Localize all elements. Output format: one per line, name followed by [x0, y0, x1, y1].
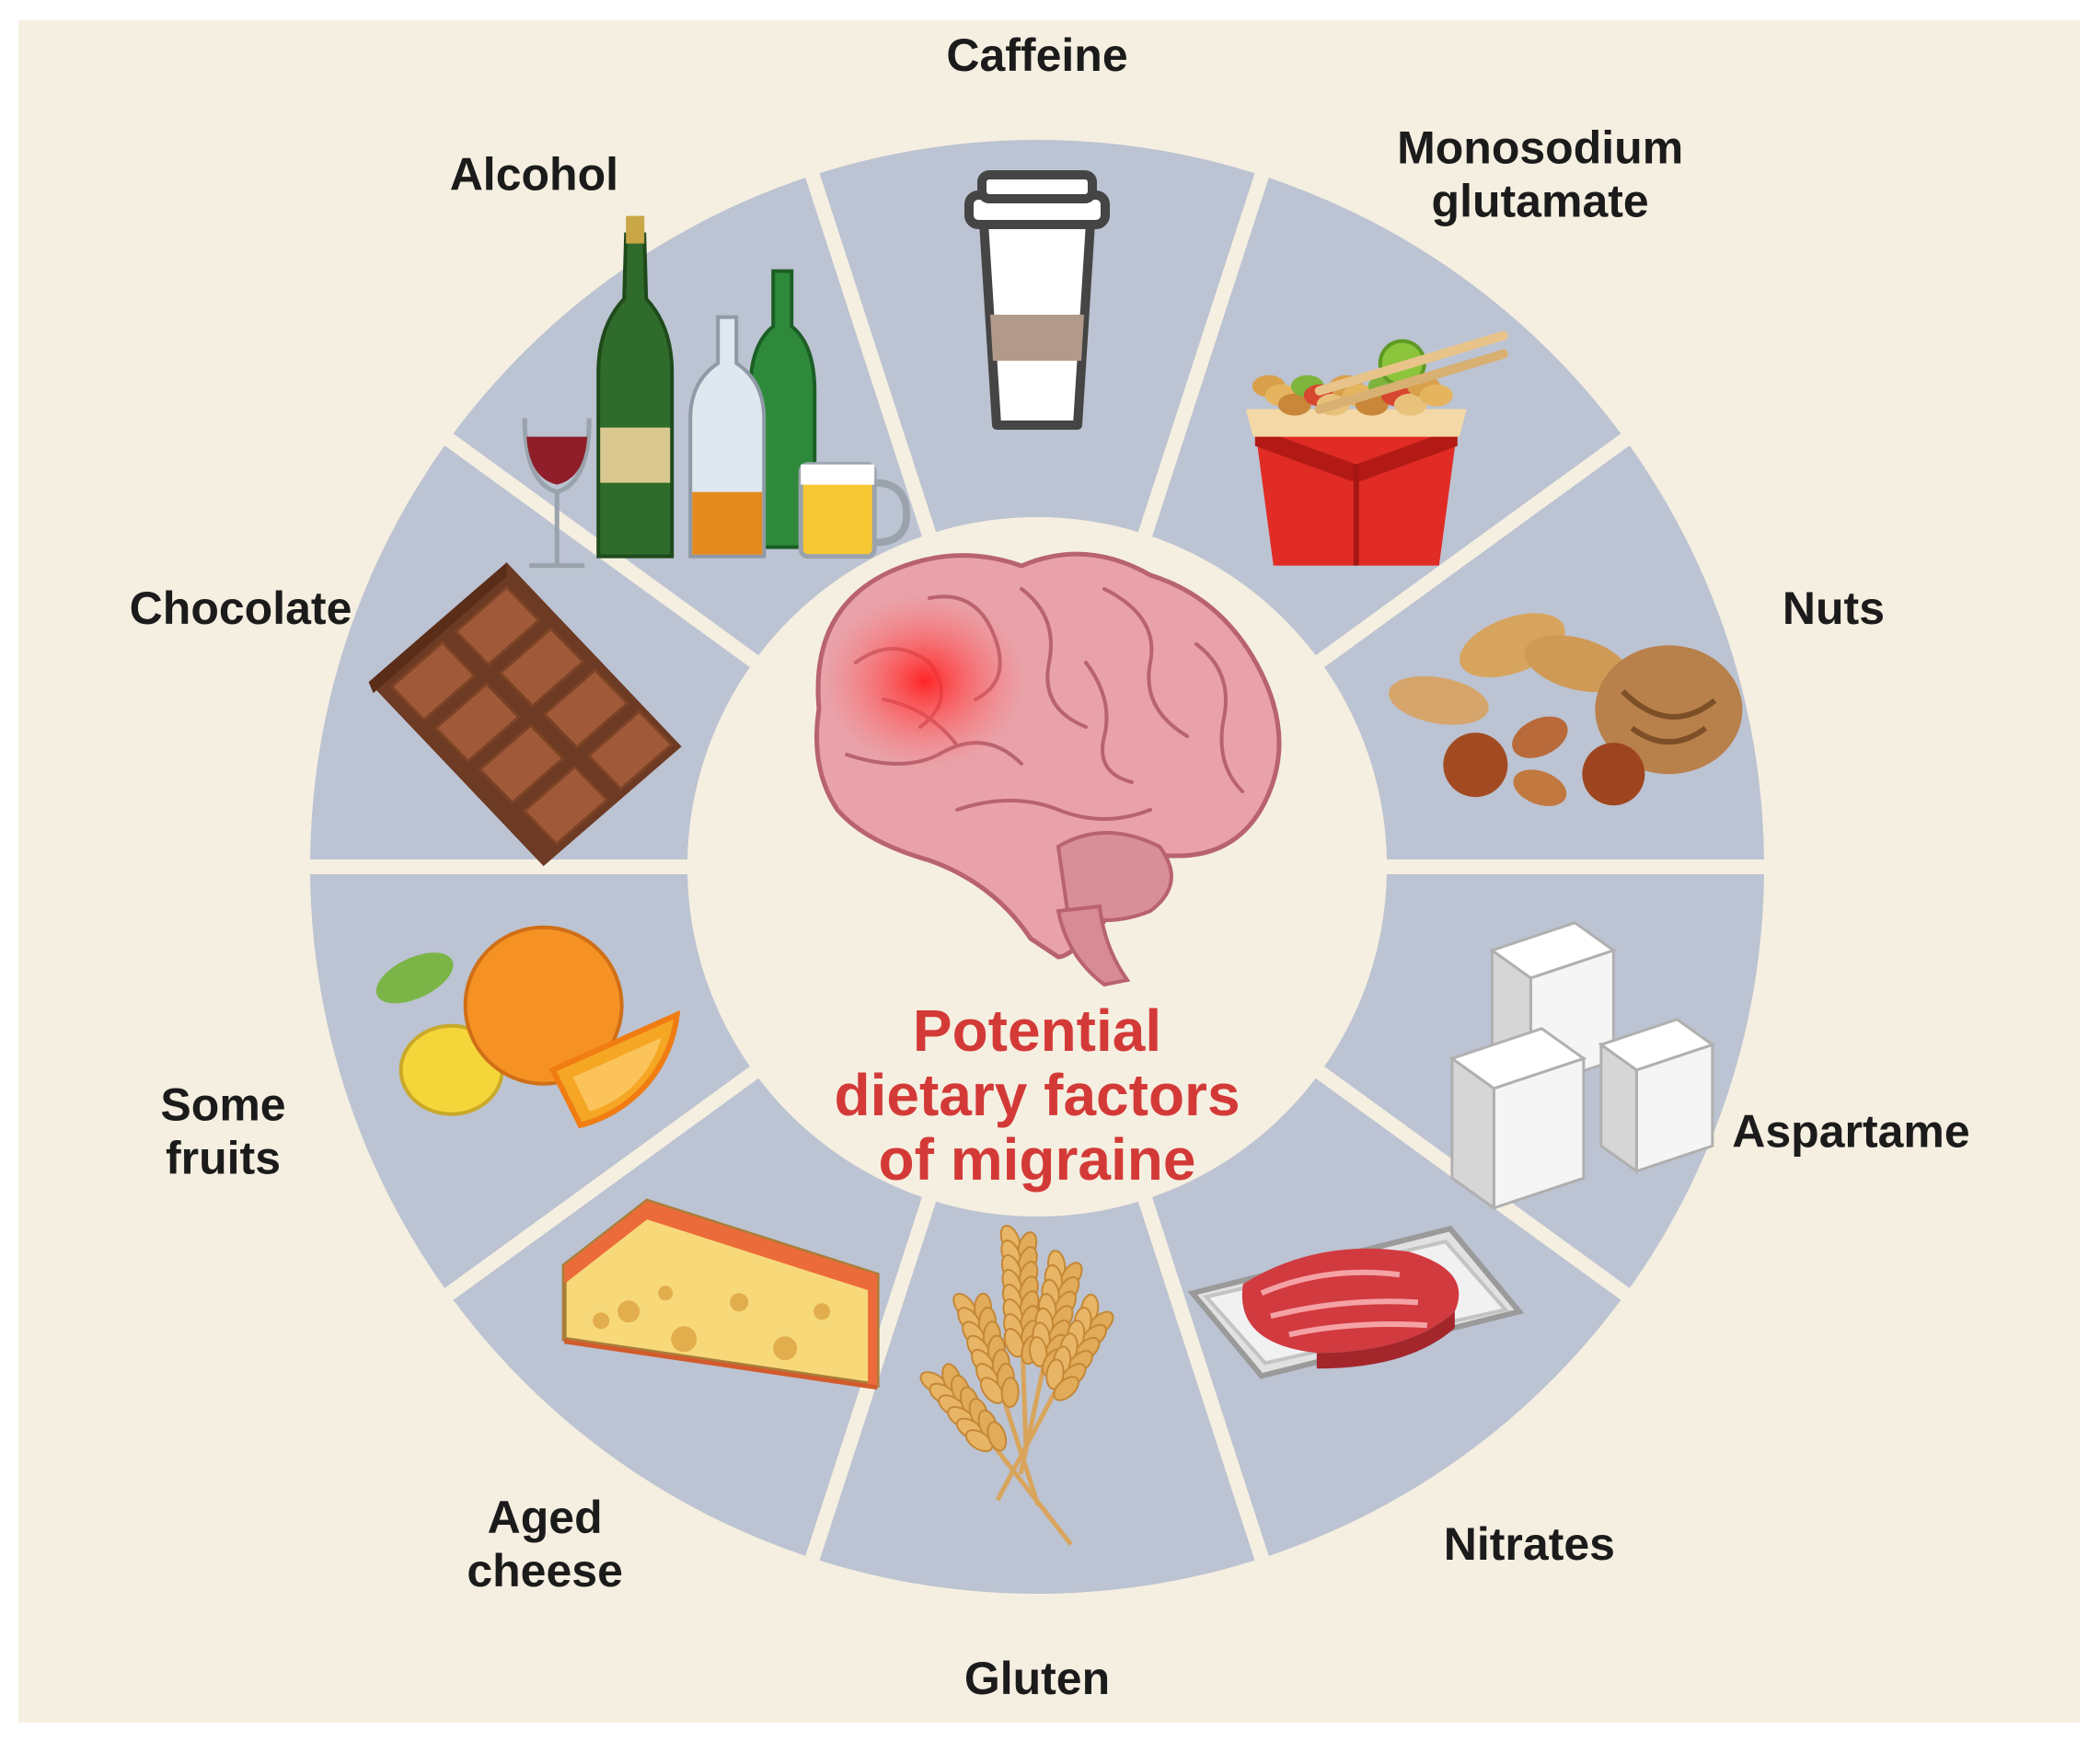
brain-with-pain-spot-icon	[814, 551, 1282, 987]
label-aged-cheese-line-2: cheese	[467, 1545, 623, 1597]
brain-fold	[1102, 587, 1189, 738]
sugar-cubes-icon	[1448, 921, 1716, 1211]
label-msg-line-2: glutamate	[1432, 176, 1649, 227]
label-caffeine: Caffeine	[946, 29, 1127, 81]
noodle-takeout-box-icon	[1245, 330, 1508, 566]
brain-fold	[1194, 642, 1244, 793]
cheese-wedge-icon	[561, 1198, 880, 1390]
label-chocolate: Chocolate	[130, 582, 352, 634]
label-some-fruits-line-2: fruits	[166, 1132, 281, 1183]
brain-cerebellum	[1056, 831, 1173, 922]
label-nuts: Nuts	[1783, 582, 1885, 634]
center-title: Potential dietary factors of migraine	[834, 997, 1240, 1193]
label-nitrates: Nitrates	[1444, 1518, 1615, 1570]
wheat-ears-icon	[919, 1225, 1114, 1546]
label-gluten: Gluten	[964, 1653, 1110, 1704]
brain-fold	[955, 799, 1152, 821]
center-title-line-1: Potential	[913, 997, 1161, 1064]
packaged-meat-icon	[1187, 1225, 1525, 1379]
factor-icons	[368, 170, 1743, 1546]
nuts-pile-icon	[1389, 613, 1743, 807]
brain-fold	[1020, 587, 1088, 729]
label-some-fruits-line-1: Some	[160, 1078, 285, 1130]
factor-labels: CaffeineMonosodiumglutamateNutsAspartame…	[130, 29, 1970, 1704]
center-title-line-3: of migraine	[879, 1126, 1196, 1193]
label-aged-cheese-line-1: Aged	[488, 1492, 603, 1543]
label-msg-line-1: Monosodium	[1397, 122, 1683, 174]
chocolate-bar-icon	[368, 562, 682, 867]
pain-spot-glow	[824, 594, 1026, 768]
brain-stem	[1056, 904, 1131, 987]
center-title-line-2: dietary factors	[834, 1062, 1240, 1128]
citrus-fruits-icon	[375, 925, 681, 1129]
coffee-cup-icon	[964, 170, 1110, 430]
brain-fold	[1084, 661, 1134, 784]
label-aspartame: Aspartame	[1732, 1105, 1969, 1157]
label-alcohol: Alcohol	[450, 149, 618, 201]
alcohol-bottles-icon	[522, 215, 911, 569]
